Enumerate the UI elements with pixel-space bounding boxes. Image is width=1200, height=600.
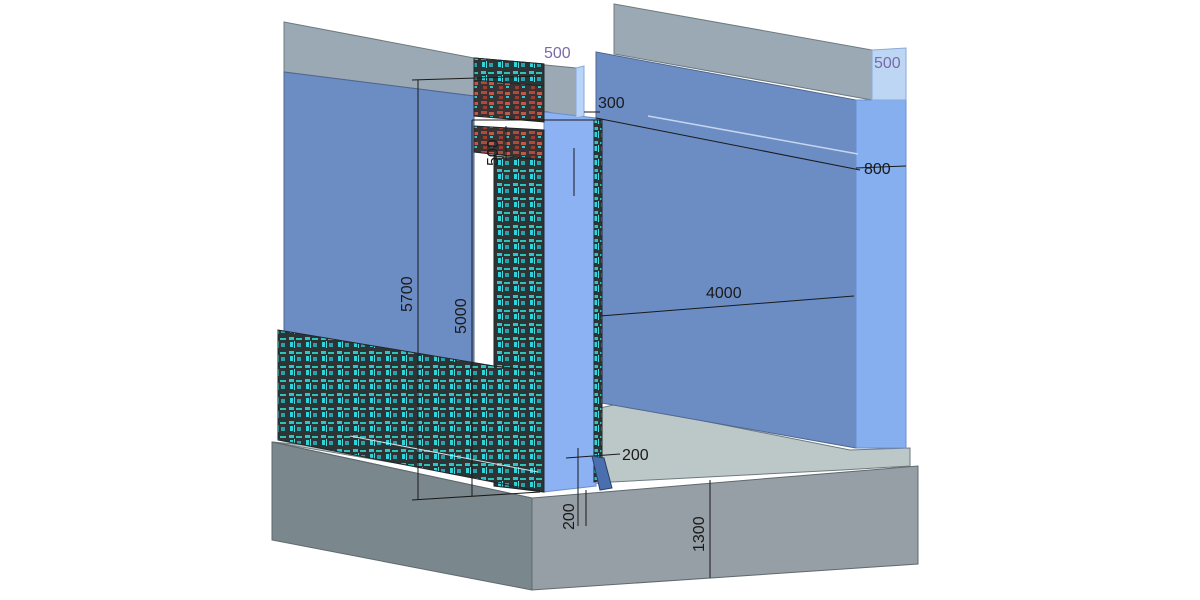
formwork-end-strip <box>593 119 603 483</box>
slot-outline <box>591 455 613 491</box>
dim-base-height: 1300 <box>691 516 708 552</box>
base-slab-top-edge <box>271 441 533 499</box>
dim-top-right-width: 500 <box>874 55 901 72</box>
dim-small-step: 500 <box>485 139 502 166</box>
dim-opening-top: 300 <box>598 95 625 112</box>
formwork-panel-lower <box>277 329 545 493</box>
right-wall-face <box>595 51 857 449</box>
dim-slot-width: 200 <box>622 447 649 464</box>
dim-slot-depth: 200 <box>561 503 578 530</box>
dimension-lines <box>411 75 907 578</box>
dim-span: 4000 <box>706 285 742 302</box>
dim-top-left-width: 500 <box>544 45 571 62</box>
right-wall-end-face <box>855 99 907 449</box>
formwork-panel-upper-cyan <box>473 57 545 87</box>
formwork-edge-line <box>349 435 539 473</box>
left-wall-end-face <box>543 111 597 493</box>
base-slab-front-right <box>531 465 919 591</box>
formwork <box>277 57 603 493</box>
dim-wall-thickness: 800 <box>864 161 891 178</box>
dimension-labels: 500 500 300 500 800 5700 5000 4000 200 2… <box>399 45 901 552</box>
right-wall-highlight <box>647 115 859 155</box>
left-wall-end-cap <box>575 65 585 119</box>
dim-total-height: 5700 <box>399 276 416 312</box>
formwork-panel-step-red <box>473 125 545 161</box>
right-wall <box>595 3 907 449</box>
dim-wall-height: 5000 <box>453 298 470 334</box>
right-wall-cap-end <box>871 47 907 101</box>
